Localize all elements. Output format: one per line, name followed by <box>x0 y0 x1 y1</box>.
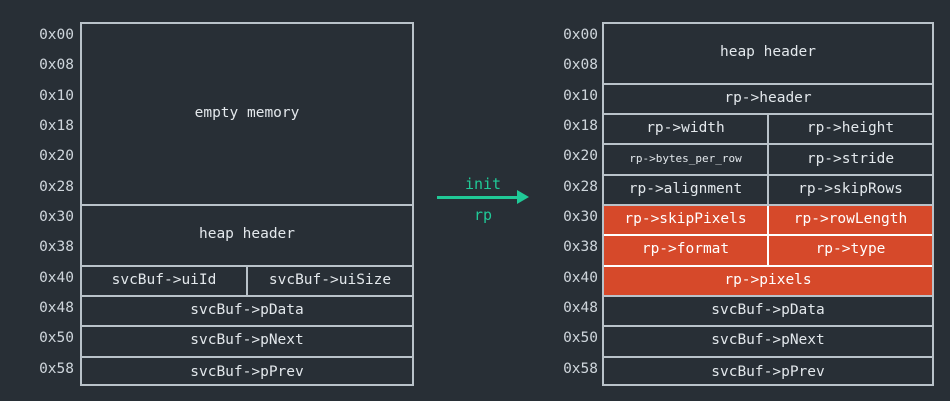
memory-row: empty memory <box>82 24 412 206</box>
address-gutter-left: 0x00 0x08 0x10 0x18 0x20 0x28 0x30 0x38 0x40 0x48… <box>10 22 74 386</box>
memory-row: svcBuf->pPrev <box>604 358 932 388</box>
memory-cell: rp->header <box>724 89 812 106</box>
memory-row: svcBuf->pNext <box>82 327 412 358</box>
memory-cell: rp->rowLength <box>767 205 932 235</box>
memory-cell: rp->bytes_per_row <box>629 152 742 166</box>
address-label-right-58: 0x58 <box>563 360 598 377</box>
arrow-line <box>437 196 519 199</box>
address-label-right-40: 0x40 <box>563 269 598 286</box>
memory-cell: heap header <box>719 44 817 61</box>
address-gutter-right: 0x00 0x08 0x10 0x18 0x20 0x28 0x30 0x38 0x40 0x48… <box>534 22 598 386</box>
memory-row: svcBuf->pNext <box>604 327 932 358</box>
memory-row: svcBuf->pData <box>604 297 932 328</box>
memory-row: heap header <box>82 206 412 267</box>
address-label-right-38: 0x38 <box>563 239 598 256</box>
address-label-left-10: 0x10 <box>39 87 74 104</box>
memory-row: rp->width rp->height <box>604 114 932 146</box>
memory-cell: svcBuf->uiSize <box>246 266 412 295</box>
memory-row: rp->header <box>604 85 932 115</box>
memory-row: rp->bytes_per_row rp->stride <box>604 145 932 176</box>
address-label-left-28: 0x28 <box>39 178 74 195</box>
address-label-right-50: 0x50 <box>563 330 598 347</box>
arrow-head-icon <box>517 190 529 204</box>
arrow-label-top: init <box>464 175 502 193</box>
address-label-left-30: 0x30 <box>39 208 74 225</box>
init-arrow-group: init rp <box>437 175 537 231</box>
address-label-right-10: 0x10 <box>563 87 598 104</box>
memory-cell: rp->stride <box>767 145 932 174</box>
memory-block-after: heap header rp->header rp->width rp->height… <box>602 22 934 386</box>
address-label-left-00: 0x00 <box>39 27 74 43</box>
memory-cell: rp->skipPixels <box>624 211 747 228</box>
memory-cell: svcBuf->pPrev <box>711 363 825 380</box>
memory-cell: svcBuf->uiId <box>111 271 217 288</box>
address-label-right-18: 0x18 <box>563 117 598 134</box>
address-label-left-20: 0x20 <box>39 148 74 165</box>
memory-cell: rp->skipRows <box>767 175 932 204</box>
memory-cell: rp->format <box>641 241 730 258</box>
memory-cell: rp->type <box>767 236 932 265</box>
address-label-left-48: 0x48 <box>39 299 74 316</box>
memory-row: svcBuf->pPrev <box>82 358 412 388</box>
address-label-left-40: 0x40 <box>39 269 74 286</box>
memory-cell: heap header <box>198 226 296 243</box>
memory-cell: rp->width <box>646 120 725 137</box>
address-label-right-48: 0x48 <box>563 299 598 316</box>
memory-cell: empty memory <box>194 105 300 122</box>
address-label-right-08: 0x08 <box>563 57 598 74</box>
memory-cell: rp->pixels <box>724 271 812 288</box>
memory-cell: svcBuf->pNext <box>190 332 304 349</box>
address-label-right-30: 0x30 <box>563 208 598 225</box>
address-label-right-00: 0x00 <box>563 27 598 43</box>
memory-row: rp->alignment rp->skipRows <box>604 175 932 206</box>
memory-row: rp->skipPixels rp->rowLength <box>604 205 932 237</box>
memory-row: heap header <box>604 24 932 85</box>
address-label-right-28: 0x28 <box>563 178 598 195</box>
address-label-left-08: 0x08 <box>39 57 74 74</box>
memory-cell: svcBuf->pData <box>711 302 825 319</box>
address-label-left-18: 0x18 <box>39 117 74 134</box>
memory-row: rp->format rp->type <box>604 236 932 267</box>
memory-cell: svcBuf->pPrev <box>190 363 304 380</box>
address-label-left-58: 0x58 <box>39 360 74 377</box>
memory-cell: svcBuf->pNext <box>711 332 825 349</box>
arrow-label-bottom: rp <box>473 206 493 224</box>
memory-cell: rp->height <box>767 114 932 144</box>
address-label-right-20: 0x20 <box>563 148 598 165</box>
memory-cell: rp->alignment <box>628 180 743 197</box>
memory-row: rp->pixels <box>604 266 932 297</box>
address-label-left-50: 0x50 <box>39 330 74 347</box>
address-label-left-38: 0x38 <box>39 239 74 256</box>
memory-cell: svcBuf->pData <box>190 302 304 319</box>
memory-row: svcBuf->uiId svcBuf->uiSize <box>82 266 412 297</box>
memory-row: svcBuf->pData <box>82 297 412 328</box>
